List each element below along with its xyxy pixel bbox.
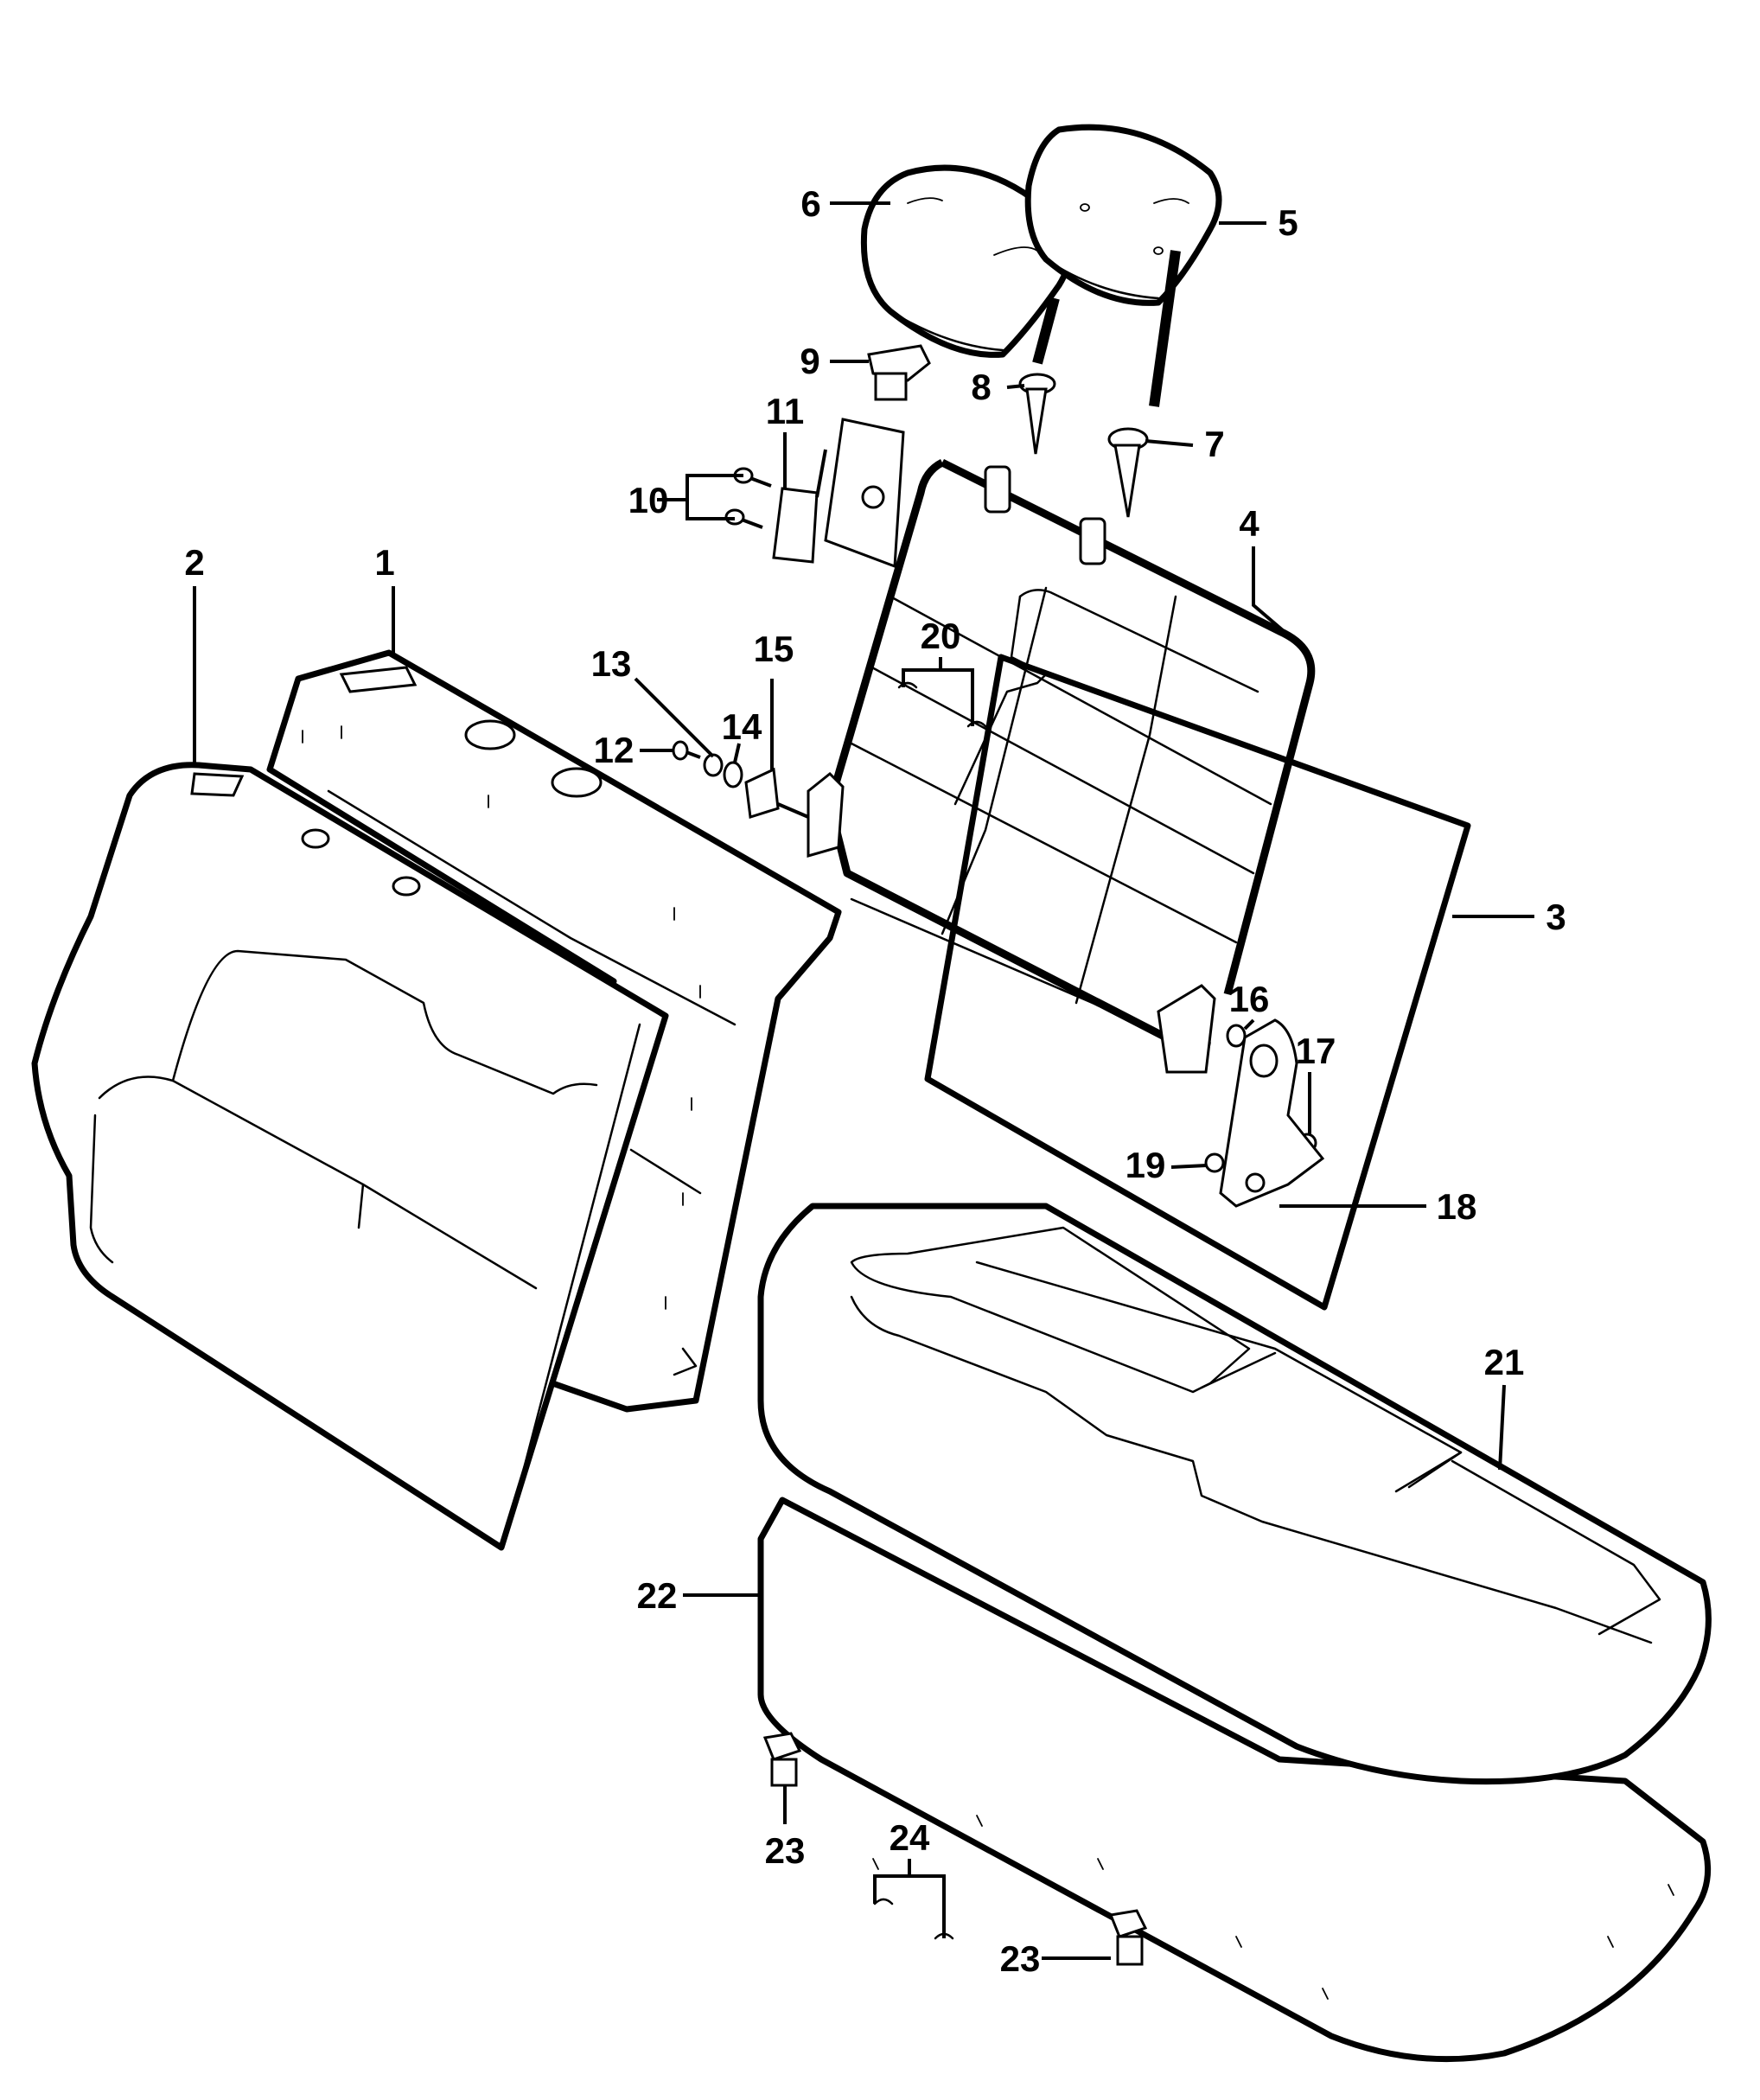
callout-13: 13 — [591, 643, 632, 684]
callout-6: 6 — [800, 183, 820, 224]
callout-22: 22 — [637, 1575, 678, 1616]
callout-1: 1 — [374, 542, 394, 583]
part-14-spring — [723, 761, 743, 788]
callout-23-left: 23 — [765, 1830, 806, 1871]
callout-5: 5 — [1278, 202, 1298, 243]
part-2-back-cushion — [31, 762, 669, 1551]
callout-11: 11 — [766, 391, 804, 431]
part-11-latch — [772, 418, 905, 569]
callout-3: 3 — [1546, 897, 1566, 937]
leader-lines — [193, 201, 1534, 1960]
part-20-clips — [897, 681, 987, 728]
callout-24: 24 — [890, 1817, 930, 1858]
callout-14: 14 — [722, 706, 762, 747]
part-4-seatback-frame — [807, 458, 1316, 1074]
part-13-washer — [703, 753, 724, 777]
part-5-headrest-right — [1024, 124, 1222, 407]
part-23-clip-right — [1108, 1909, 1148, 1966]
callout-2: 2 — [184, 542, 204, 583]
callout-15: 15 — [754, 629, 794, 669]
part-16-washer — [1226, 1024, 1247, 1048]
callout-18: 18 — [1437, 1186, 1477, 1227]
callout-8: 8 — [971, 367, 991, 407]
callout-17: 17 — [1296, 1031, 1336, 1071]
callout-23-right: 23 — [1000, 1938, 1041, 1979]
part-15-bushing — [744, 767, 809, 819]
callout-12: 12 — [594, 730, 634, 770]
callout-16: 16 — [1229, 979, 1270, 1019]
callout-4: 4 — [1239, 503, 1259, 544]
callout-9: 9 — [800, 341, 819, 381]
part-19-nut — [1204, 1152, 1225, 1173]
callout-labels: 1 2 3 4 5 6 7 8 9 10 11 12 13 14 15 16 1… — [184, 183, 1566, 1979]
part-3-back-panel — [924, 654, 1471, 1311]
part-18-hinge-bracket — [1219, 1018, 1325, 1208]
part-12-bolt — [672, 740, 701, 761]
callout-7: 7 — [1204, 424, 1224, 464]
part-24-clips — [873, 1898, 954, 1940]
part-7-guide-sleeve — [1107, 427, 1149, 518]
part-23-clip-left — [762, 1732, 802, 1787]
callout-21: 21 — [1484, 1342, 1525, 1382]
callout-20: 20 — [921, 616, 961, 656]
part-9-guide-cap — [867, 344, 931, 401]
part-1-back-trim-panel — [266, 649, 842, 1413]
callout-19: 19 — [1126, 1145, 1166, 1185]
part-21-seat-cushion — [757, 1203, 1712, 1785]
callout-10: 10 — [628, 480, 669, 520]
part-8-guide-sleeve — [1018, 373, 1056, 455]
